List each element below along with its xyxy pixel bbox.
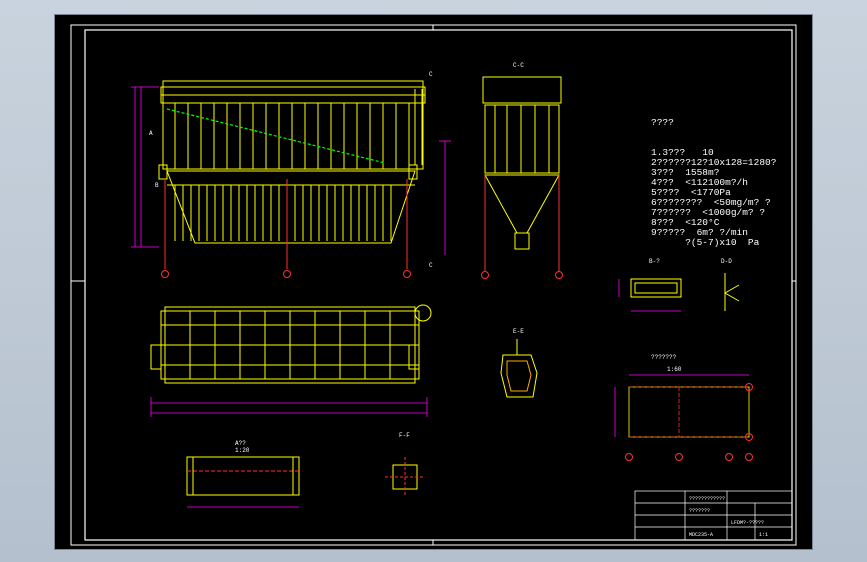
- detail-bb: [630, 278, 682, 298]
- title-block-sheet: 1:1: [759, 532, 768, 538]
- notes-heading: ????: [651, 117, 674, 128]
- notes-line: ?(5-7)x10 Pa: [651, 237, 760, 248]
- section-cc-title: C-C: [513, 62, 524, 69]
- plan-view: [150, 304, 432, 384]
- section-bb-title: B-?: [649, 258, 660, 265]
- plan-title: ???????: [651, 354, 677, 361]
- detail-ee: [500, 339, 538, 398]
- front-axis-markers: [161, 270, 411, 278]
- notes-line: 7?????? <1000g/m? ?: [651, 207, 766, 218]
- title-block: [634, 490, 793, 541]
- front-elevation: [158, 80, 426, 269]
- plan-scale: 1:60: [667, 366, 682, 373]
- plan-dimensions: [150, 397, 428, 417]
- section-mark-b: B: [155, 182, 159, 189]
- title-block-company: ????????????: [689, 496, 725, 502]
- section-mark-a: A: [149, 130, 153, 137]
- foundation-axis-markers: [625, 383, 753, 461]
- side-view-cc: [482, 76, 562, 271]
- notes-line: 1.3??? 10: [651, 147, 714, 158]
- title-block-part-code: MDC235-A: [689, 532, 713, 538]
- notes-line: 9????? 6m? ?/min: [651, 227, 748, 238]
- title-block-drawing-name: ???????: [689, 508, 710, 514]
- detail-ff: [385, 457, 425, 497]
- notes-line: 6???????? <50mg/m? ?: [651, 197, 771, 208]
- front-dimensions: [131, 86, 451, 255]
- foundation-plan: [614, 374, 750, 438]
- notes-line: 3??? 1558m?: [651, 167, 720, 178]
- detail-dd: [724, 273, 740, 311]
- drawing-frame-inner: [84, 29, 793, 541]
- cad-drawing: C C B A C-C: [70, 24, 797, 546]
- drawing-viewport[interactable]: C C B A C-C: [54, 14, 813, 550]
- notes-line: 8??? <120°C: [651, 217, 720, 228]
- section-ee-title: E-E: [513, 328, 524, 335]
- title-block-drawing-no: LFDM?-?????: [731, 520, 764, 526]
- section-mark-c-top: C: [429, 71, 433, 78]
- bottom-view-title: A??: [235, 440, 246, 447]
- notes-line: 4??? <112100m?/h: [651, 177, 748, 188]
- bottom-view: [186, 456, 300, 496]
- notes-line: 5???? <1770Pa: [651, 187, 731, 198]
- section-mark-c-bottom: C: [429, 262, 433, 269]
- bottom-view-scale: 1:20: [235, 447, 250, 454]
- section-dd-title: D-D: [721, 258, 732, 265]
- green-diagonal: [166, 108, 386, 164]
- section-ff-title: F-F: [399, 432, 410, 439]
- notes-line: 2??????12?10x128=1280?: [651, 157, 777, 168]
